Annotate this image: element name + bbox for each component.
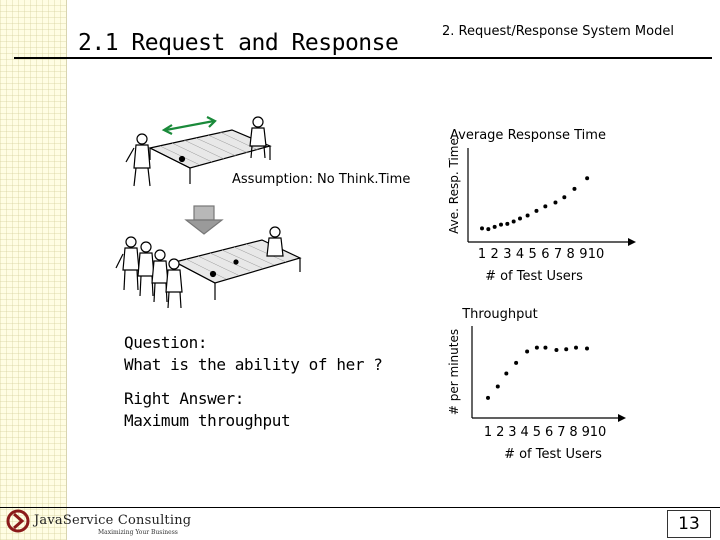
question-label: Question: [124,333,208,352]
company-logo [6,509,30,533]
data-point [585,346,589,351]
x-tick-label: 7 [557,425,565,440]
data-point [505,221,510,226]
x-tick-label: 6 [541,247,549,262]
data-point [534,345,539,350]
title-underline-left [14,57,66,59]
answer-label: Right Answer: [124,389,245,408]
page-number: 13 [667,510,711,538]
data-point [585,176,590,181]
server-figure [249,116,267,159]
x-tick-label: 4 [516,247,524,262]
logo-tagline: Maximizing Your Business [98,529,178,536]
data-point [504,371,509,376]
data-point [553,200,558,205]
data-point [486,395,490,400]
logo-name: JavaService Consulting [34,513,192,528]
data-point [525,349,530,354]
x-axis-label: # of Test Users [504,447,602,462]
x-tick-label: 9 [582,425,590,440]
customer-crowd [115,236,183,309]
question-text: What is the ability of her ? [124,355,383,374]
x-axis-arrow [618,414,626,422]
x-tick-label: 2 [491,247,499,262]
x-tick-label: 5 [529,247,537,262]
x-tick-label: 1 [484,425,492,440]
assumption-label: Assumption: No Think.Time [232,172,411,187]
server-figure-bottom [266,226,284,257]
data-point [511,219,516,224]
counter-top [148,129,272,184]
data-point [486,227,491,232]
chart-title: Throughput [461,307,538,322]
x-tick-label: 8 [569,425,577,440]
customer-figure [125,133,151,187]
x-tick-label: 4 [521,425,529,440]
logo-mark-icon [6,509,30,533]
title-underline [66,57,712,59]
data-point [499,222,503,227]
answer-block: Right Answer: Maximum throughput [124,388,291,432]
data-point [495,384,500,389]
data-point [562,195,567,200]
data-point [518,216,522,221]
x-tick-label: 5 [533,425,541,440]
data-point [574,345,578,350]
x-tick-label: 3 [503,247,511,262]
x-tick-label: 8 [567,247,575,262]
x-tick-label: 1 [478,247,486,262]
x-axis-arrow [628,238,636,246]
data-point [543,345,548,350]
x-tick-label: 10 [588,247,605,262]
y-axis-label: Ave. Resp. Time [447,138,461,234]
data-point [554,347,559,352]
x-tick-label: 7 [554,247,562,262]
question-block: Question: What is the ability of her ? [124,332,383,376]
data-point [572,186,577,191]
chart-title: Average Response Time [450,128,606,143]
data-point [525,213,530,218]
x-axis-label: # of Test Users [485,269,583,284]
data-point [534,208,539,213]
data-point [492,224,497,229]
double-arrow-icon [161,116,217,135]
slide-title: 2.1 Request and Response [78,30,399,56]
x-tick-label: 2 [496,425,504,440]
x-tick-label: 3 [508,425,516,440]
sidebar-pattern [0,0,67,540]
x-tick-label: 10 [590,425,607,440]
x-tick-label: 6 [545,425,553,440]
footer-divider [0,507,720,508]
answer-text: Maximum throughput [124,411,291,430]
down-arrow-icon [184,205,224,235]
section-label: 2. Request/Response System Model [442,24,674,39]
data-point [514,360,519,365]
data-point [543,204,548,209]
x-tick-label: 9 [579,247,587,262]
y-axis-label: # per minutes [447,329,461,415]
data-point [564,347,569,352]
data-point [480,226,484,231]
